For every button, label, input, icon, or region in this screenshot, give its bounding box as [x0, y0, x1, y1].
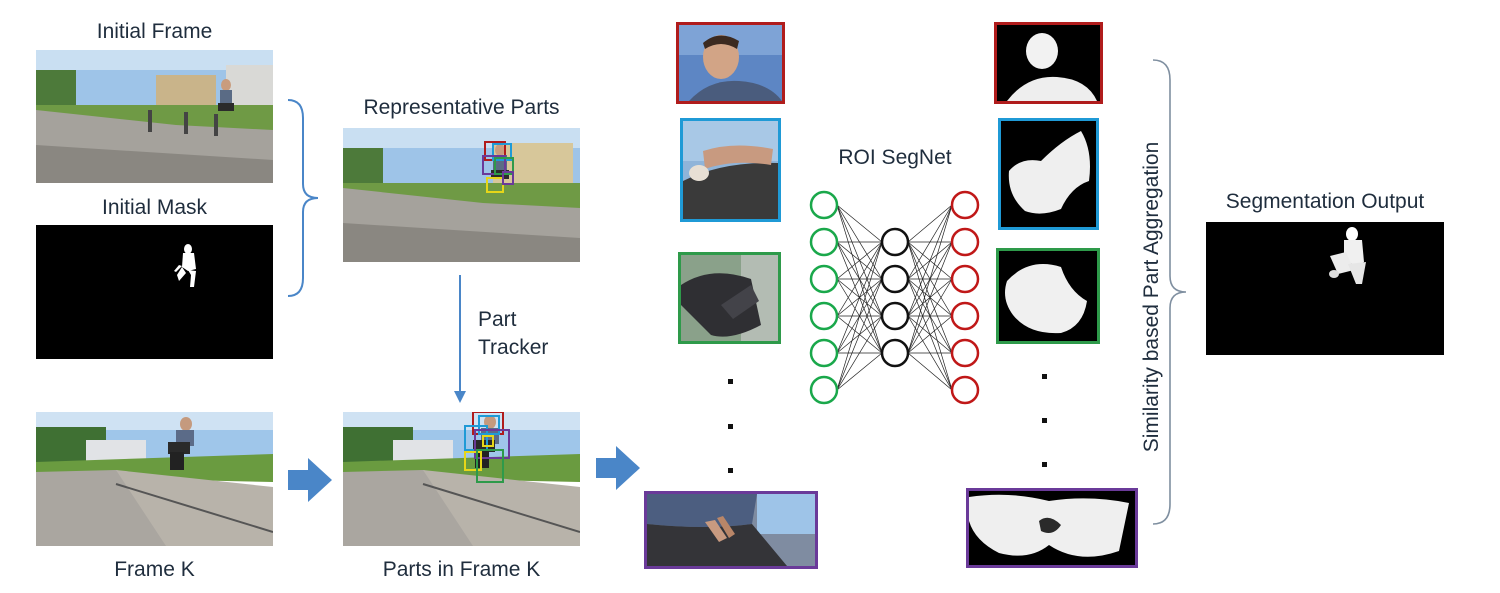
input-node-3 — [809, 264, 839, 294]
mask-patch-red — [994, 22, 1103, 104]
part-patch-red — [676, 22, 785, 104]
edge-hid3-out1 — [907, 241, 953, 354]
frame-k-image — [36, 412, 273, 546]
output-node-6 — [950, 375, 980, 405]
left-brace — [287, 99, 319, 297]
ellipsis-dot-masks-1 — [1042, 374, 1047, 379]
part-patch-purple — [644, 491, 818, 569]
part-tracker-arrow — [454, 275, 466, 403]
input-node-2 — [809, 227, 839, 257]
parts-in-frame-k-image — [343, 412, 580, 546]
edge-hid0-out0 — [907, 204, 953, 243]
roi-segnet-network — [809, 190, 980, 405]
edge-in3-hid0 — [836, 241, 883, 317]
output-node-4 — [950, 301, 980, 331]
hidden-node-4 — [880, 338, 910, 368]
initial-mask-label: Initial Mask — [101, 196, 208, 219]
ellipsis-dot-patches-2 — [728, 424, 733, 429]
initial-frame-image — [36, 50, 273, 183]
input-node-5 — [809, 338, 839, 368]
edge-hid2-out0 — [907, 204, 953, 317]
hidden-node-3 — [880, 301, 910, 331]
ellipsis-dot-patches-3 — [728, 468, 733, 473]
ellipsis-dot-masks-3 — [1042, 462, 1047, 467]
edge-in5-hid1 — [836, 278, 883, 391]
output-node-5 — [950, 338, 980, 368]
segmentation-output-image — [1206, 222, 1444, 355]
segmentation-output-label: Segmentation Output — [1225, 190, 1425, 213]
arrow-frame-to-parts — [288, 458, 332, 502]
representative-parts-image — [343, 128, 580, 262]
part-tracker-label-line2: Tracker — [478, 336, 549, 359]
edge-in4-hid0 — [836, 241, 883, 354]
edge-in2-hid0 — [836, 241, 883, 280]
edge-hid3-out5 — [907, 352, 953, 391]
input-node-1 — [809, 190, 839, 220]
ellipsis-dot-patches-1 — [728, 379, 733, 384]
edge-in5-hid3 — [836, 352, 883, 391]
output-node-1 — [950, 190, 980, 220]
mask-patch-green — [996, 248, 1100, 344]
mask-patch-purple — [966, 488, 1138, 568]
parts-in-frame-k-label: Parts in Frame K — [382, 558, 541, 581]
edge-hid3-out2 — [907, 278, 953, 354]
edge-hid3-out3 — [907, 315, 953, 354]
part-patch-green — [678, 252, 781, 344]
initial-mask-image — [36, 225, 273, 359]
arrow-parts-to-patches — [596, 446, 640, 490]
edge-hid3-out0 — [907, 204, 953, 354]
part-tracker-label-line1: Part — [478, 308, 517, 331]
part-patch-blue — [680, 118, 781, 222]
edge-hid1-out0 — [907, 204, 953, 280]
output-node-3 — [950, 264, 980, 294]
input-node-6 — [809, 375, 839, 405]
edge-in5-hid2 — [836, 315, 883, 391]
ellipsis-dot-masks-2 — [1042, 418, 1047, 423]
representative-parts-label: Representative Parts — [363, 96, 560, 119]
right-brace — [1152, 59, 1187, 525]
aggregation-label: Similarity based Part Aggregation — [1140, 141, 1163, 453]
edge-in0-hid0 — [836, 204, 883, 243]
hidden-node-2 — [880, 264, 910, 294]
initial-frame-label: Initial Frame — [96, 20, 213, 43]
roi-segnet-label: ROI SegNet — [838, 146, 952, 169]
input-node-4 — [809, 301, 839, 331]
frame-k-label: Frame K — [114, 558, 195, 581]
edge-in5-hid0 — [836, 241, 883, 391]
output-node-2 — [950, 227, 980, 257]
mask-patch-blue — [998, 118, 1099, 230]
hidden-node-1 — [880, 227, 910, 257]
